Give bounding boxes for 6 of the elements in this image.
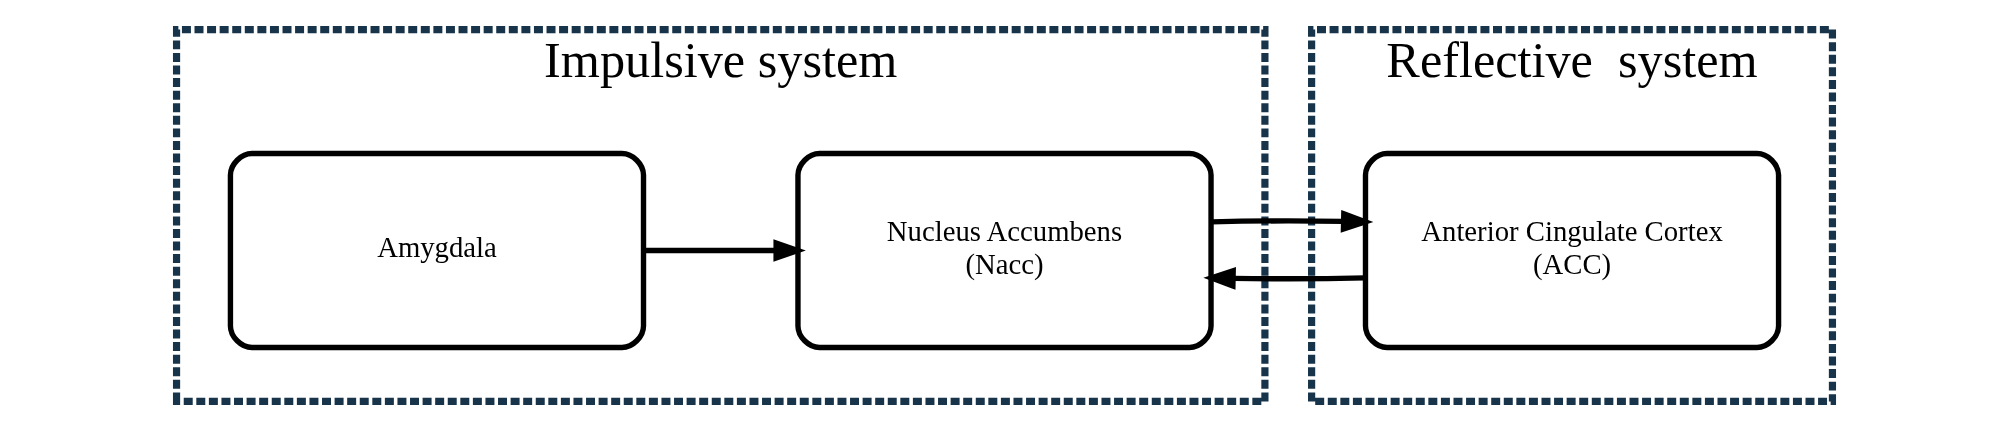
node-box: Anterior Cingulate Cortex (ACC)	[1362, 150, 1781, 351]
node-box: Nucleus Accumbens (Nacc)	[794, 150, 1214, 351]
node-box: Amygdala	[227, 150, 646, 351]
arrow	[643, 239, 806, 262]
arrow	[1210, 210, 1373, 233]
arrow	[1202, 267, 1365, 290]
